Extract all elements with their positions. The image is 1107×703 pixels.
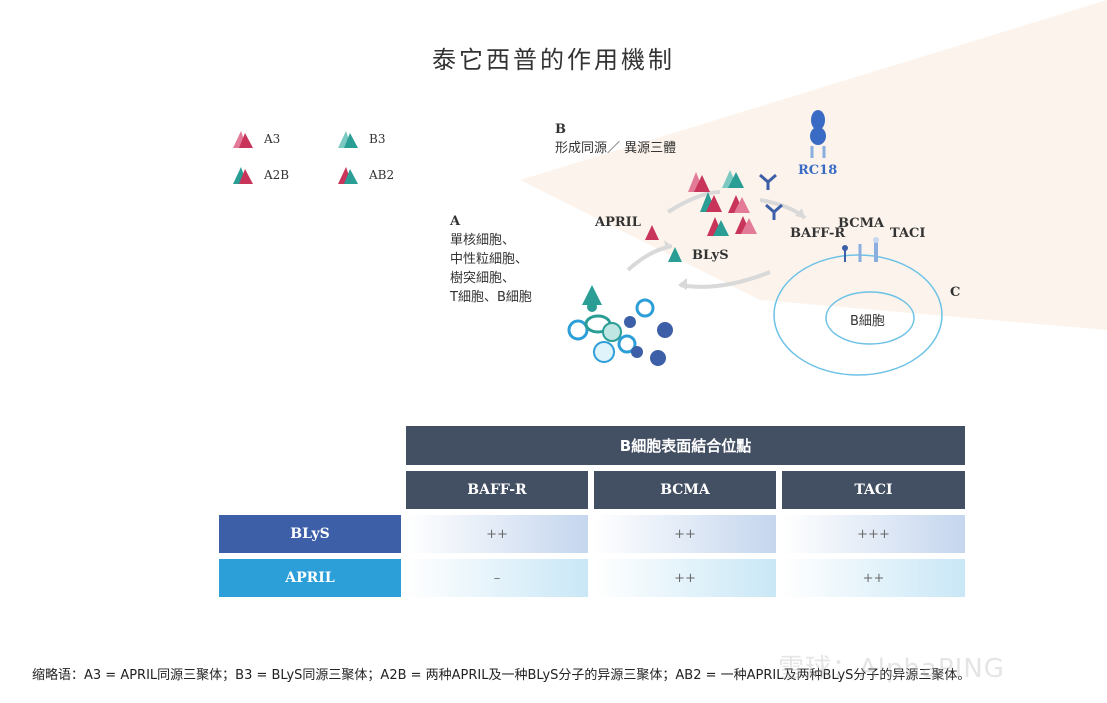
section-a-line: T細胞、B細胞 [450, 290, 532, 305]
arrowhead-icon [795, 208, 805, 218]
arrowhead-icon [678, 278, 687, 290]
blys-molecule-icon [668, 247, 682, 262]
section-b-letter: B [555, 122, 566, 137]
a2b-trimer-icon [233, 167, 253, 184]
flow-arrow [679, 270, 771, 289]
watermark: 雪球：AlphaPING [778, 654, 1005, 684]
b-cell-label: B細胞 [850, 314, 885, 329]
y-antibody-icon [759, 173, 783, 220]
legend-item-ab2: AB2 [335, 164, 394, 186]
row-header-april: APRIL [219, 559, 401, 597]
legend-label: AB2 [369, 168, 395, 182]
table-cell: ++ [594, 515, 776, 553]
diagram-title: 泰它西普的作用機制 [432, 46, 675, 74]
table-cell: ++ [594, 559, 776, 597]
legend-item-b3: B3 [335, 128, 385, 150]
april-label: APRIL [595, 215, 641, 230]
section-a-cells: 單核細胞、 中性粒細胞、 樹突細胞、 T細胞、B細胞 [450, 231, 532, 307]
section-a-letter: A [450, 214, 461, 229]
legend-item-a3: A3 [230, 128, 280, 150]
flow-arrow [666, 190, 721, 214]
section-b-text: 形成同源／ 異源三體 [555, 141, 677, 156]
blys-label: BLyS [692, 248, 729, 263]
legend-label: B3 [369, 132, 386, 146]
footnote: 缩略语：A3 = APRIL同源三聚体；B3 = BLyS同源三聚体；A2B =… [32, 668, 971, 683]
section-c-letter: C [950, 285, 961, 300]
b3-trimer-icon [338, 131, 358, 148]
arrowhead-icon [664, 240, 672, 250]
legend-label: A2B [264, 168, 290, 182]
table-header: B細胞表面結合位點 [406, 426, 965, 465]
table-cell: +++ [782, 515, 965, 553]
legend-label: A3 [264, 132, 281, 146]
table-cell: ++ [406, 515, 588, 553]
bcma-label: BCMA [838, 216, 885, 231]
section-a-line: 樹突細胞、 [450, 271, 516, 286]
source-cells [567, 285, 673, 366]
trimer-cluster [688, 170, 757, 236]
april-molecule-icon [645, 225, 659, 240]
ab2-trimer-icon [338, 167, 358, 184]
table-cell: – [406, 559, 588, 597]
mechanism-diagram [567, 110, 943, 376]
rc18-label: RC18 [798, 163, 838, 178]
taci-label: TACI [890, 226, 926, 241]
section-a-line: 單核細胞、 [450, 233, 516, 248]
a3-trimer-icon [233, 131, 253, 148]
legend-item-a2b: A2B [230, 164, 289, 186]
row-header-blys: BLyS [219, 515, 401, 553]
flow-arrow [626, 244, 673, 272]
baffr-label: BAFF-R [790, 226, 846, 241]
column-header-bcma: BCMA [594, 471, 776, 509]
column-header-taci: TACI [782, 471, 965, 509]
rc18-molecule-icon [810, 110, 826, 158]
column-header-baffr: BAFF-R [406, 471, 588, 509]
table-cell: ++ [782, 559, 965, 597]
section-a-line: 中性粒細胞、 [450, 252, 529, 267]
b-cell [773, 237, 943, 376]
